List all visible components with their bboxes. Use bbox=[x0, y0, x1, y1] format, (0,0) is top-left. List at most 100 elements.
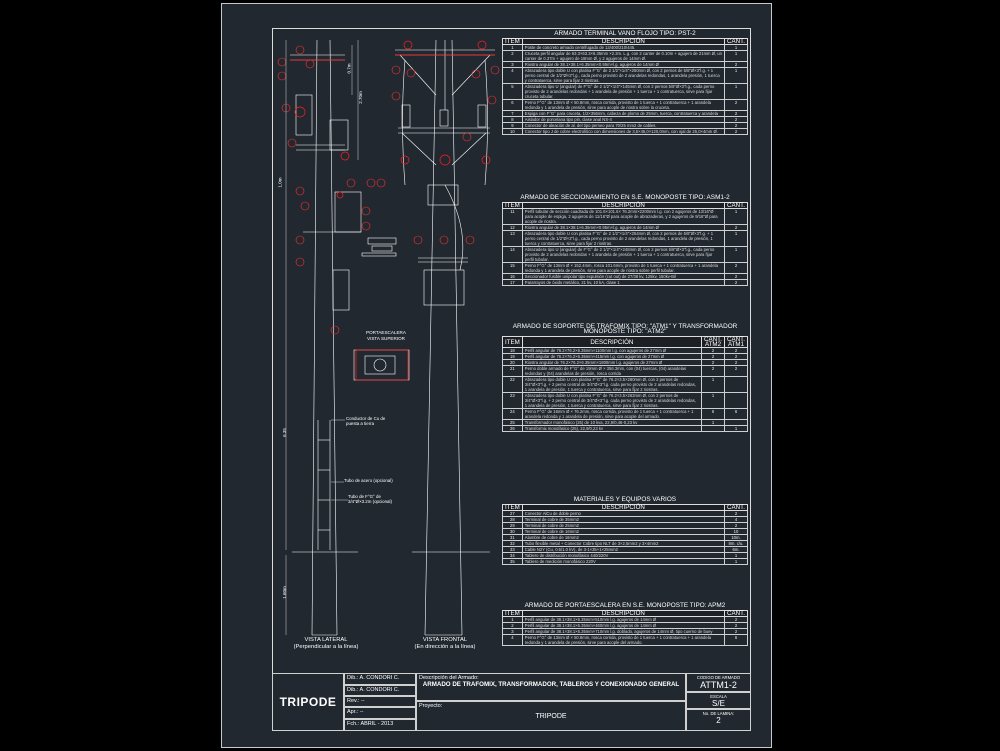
column-header: CANT. bbox=[724, 610, 748, 617]
item-quantity bbox=[701, 425, 725, 432]
column-header: DESCRIPCIÓN bbox=[521, 202, 726, 209]
item-number: 15 bbox=[502, 262, 523, 274]
portaescalera-subtitle: VISTA SUPERIOR bbox=[367, 335, 405, 341]
column-header: CANT. bbox=[724, 38, 748, 45]
item-description: Transformix monofásico (25), 22,9/0,23 k… bbox=[521, 425, 703, 432]
table-title: ARMADO DE PORTAESCALERA EN S.E. MONOPOST… bbox=[524, 602, 726, 609]
apr-label: Apr.: bbox=[347, 709, 359, 715]
codigo-value: ATTM1-2 bbox=[700, 680, 737, 690]
note-ground-conductor-2: puesta a tierra bbox=[346, 421, 375, 427]
item-quantity bbox=[724, 376, 748, 393]
column-header: ITEM bbox=[502, 38, 523, 45]
dib2-label: Dib.: bbox=[347, 687, 359, 693]
item-number: 6 bbox=[502, 99, 523, 111]
item-quantity: 1 bbox=[724, 83, 748, 100]
item-number: 5 bbox=[502, 83, 523, 100]
proyecto-value: TRIPODE bbox=[535, 713, 567, 720]
lamina-value: 2 bbox=[716, 716, 721, 725]
column-header: ITEM bbox=[502, 504, 523, 511]
column-header: ITEM bbox=[502, 610, 523, 617]
item-number: 26 bbox=[502, 425, 523, 432]
item-description: Espiga con F°G° para cruceta, 1/2×356mm,… bbox=[521, 110, 726, 117]
item-number: 13 bbox=[502, 230, 523, 247]
item-quantity: 1 bbox=[701, 376, 725, 393]
table-pst2: ARMADO TERMINAL VANO FLOJO TIPO: PST-2 I… bbox=[502, 30, 748, 135]
item-number: 10 bbox=[502, 128, 523, 135]
dib-label: Dib.: bbox=[347, 675, 359, 681]
company-logo: TRIPODE bbox=[279, 695, 337, 709]
item-quantity: 6 bbox=[701, 408, 725, 420]
item-description: Perno F°G° de 16mm Ø × 76.2mm, rosca cor… bbox=[521, 408, 703, 420]
column-header: DESCRIPCIÓN bbox=[521, 504, 726, 511]
item-number: 4 bbox=[502, 67, 523, 84]
item-description: Perno doble armado de F°G° de 19mm Ø × 3… bbox=[521, 365, 703, 377]
item-description: Pararrayos de óxido metálico, 21 kv, 10 … bbox=[521, 279, 726, 286]
column-header: ITEM bbox=[502, 336, 523, 348]
column-header: DESCRIPCIÓN bbox=[521, 336, 703, 348]
item-quantity: 1 bbox=[724, 67, 748, 84]
view-frontal-subtitle: (En dirección a la línea) bbox=[414, 644, 476, 650]
item-quantity: 1 bbox=[724, 230, 748, 247]
item-quantity: 2 bbox=[701, 365, 725, 377]
item-description: Perno F°G° de 13mm Ø × 152.4mm, rosca 10… bbox=[521, 262, 726, 274]
item-description: Conector tipo J de cobre electrolítico c… bbox=[521, 128, 726, 135]
rev-label: Rev.: bbox=[347, 698, 360, 704]
lamina-label: No. DE LAMINA: bbox=[702, 711, 735, 716]
item-description: Perfil angular de 38.1×38.1×6.35mm×710mm… bbox=[521, 628, 726, 635]
item-description: Abrazadera tipo doble U con platina F°G°… bbox=[521, 392, 703, 409]
codigo-label: CODIGO DE ARMADO bbox=[696, 675, 741, 680]
column-header: ITEM bbox=[502, 202, 523, 209]
title-block: TRIPODE Dib.: A. CONDORI C. Dib.: A. CON… bbox=[272, 673, 751, 731]
fch-value: ABRIL - 2013 bbox=[360, 721, 394, 727]
note-ground-conductor: Conductor de Cu de bbox=[346, 416, 386, 421]
fch-label: Fch.: bbox=[347, 721, 360, 727]
note-steel-tube: Tubo de acero (opcional) bbox=[344, 478, 393, 483]
dim-label-2: 6.35 bbox=[281, 428, 287, 437]
item-description: Abrazadera tipo U (angular) de F°G° de 2… bbox=[521, 246, 726, 263]
item-quantity: 6 bbox=[724, 634, 748, 646]
item-quantity: 1 bbox=[724, 246, 748, 263]
note-fg-tube-2: 3/4"Ø×3.2m (opcional) bbox=[348, 499, 392, 505]
column-header: CANT. bbox=[724, 504, 748, 511]
item-description: Cruceta perfil angular de 63.3×63.3×6.35… bbox=[521, 50, 726, 62]
column-header: CANT. ATM2 bbox=[701, 336, 725, 348]
table-title: ARMADO DE SECCIONAMIENTO EN S.E. MONOPOS… bbox=[520, 194, 730, 201]
item-quantity: 1 bbox=[724, 425, 748, 432]
rev-value: -- bbox=[360, 698, 365, 704]
escala-value: S/E bbox=[712, 699, 725, 708]
item-description: Abrazadera tipo U (angular) de F°G° de 2… bbox=[521, 83, 726, 100]
item-quantity: 2 bbox=[724, 99, 748, 111]
item-quantity: 2 bbox=[724, 128, 748, 135]
dim-label-4: 2.70m bbox=[357, 91, 363, 104]
desc-label: Descripción del Armado: bbox=[419, 675, 479, 681]
item-quantity: 1 bbox=[724, 50, 748, 62]
item-description: Tablero de medición monofásico 220V bbox=[521, 558, 726, 565]
item-quantity bbox=[724, 392, 748, 409]
item-quantity: 2 bbox=[724, 279, 748, 286]
proyecto-label: Proyecto: bbox=[419, 703, 443, 709]
dib2-value: A. CONDORI C. bbox=[359, 687, 400, 693]
item-description: Perno F°G° de 13mm Ø × 50.8mm, rosca cor… bbox=[521, 99, 726, 111]
item-description: Perno F°G° de 13mm Ø × 50.8mm, rosca cor… bbox=[521, 634, 726, 646]
table-asm1-2: ARMADO DE SECCIONAMIENTO EN S.E. MONOPOS… bbox=[502, 194, 748, 286]
table-apm2: ARMADO DE PORTAESCALERA EN S.E. MONOPOST… bbox=[502, 602, 748, 646]
view-frontal-title: VISTA FRONTAL bbox=[422, 637, 468, 643]
table-title: ARMADO TERMINAL VANO FLOJO TIPO: PST-2 bbox=[554, 30, 696, 37]
